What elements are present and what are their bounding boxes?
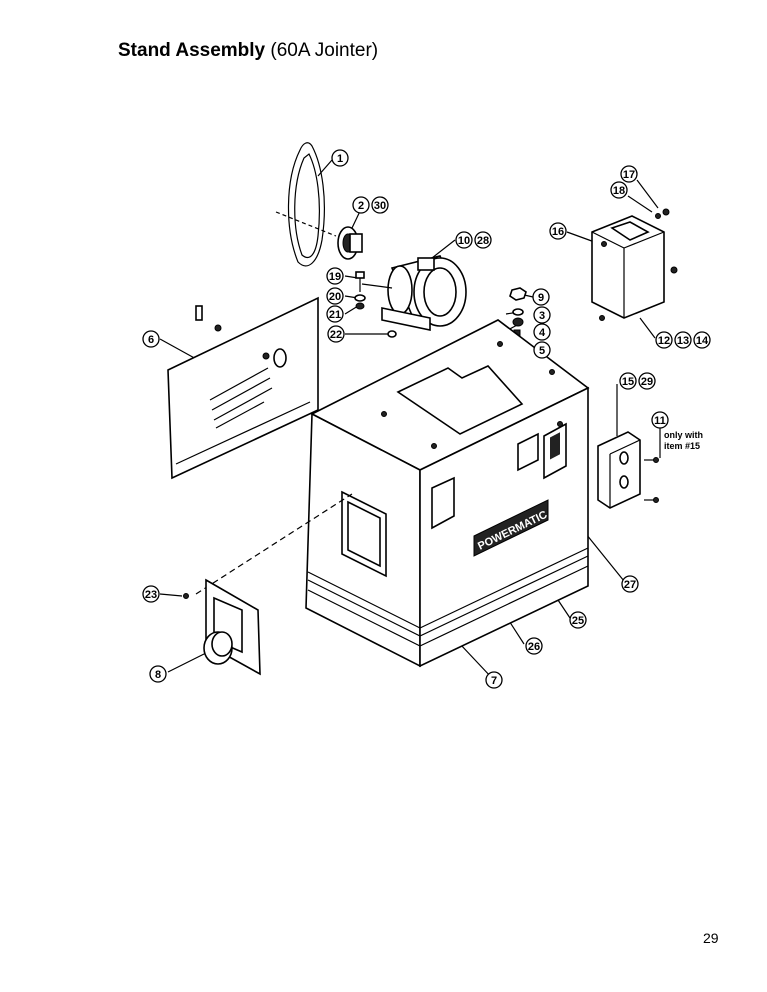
callout-29: 29 [638, 372, 656, 390]
cabinet: POWERMATIC [195, 319, 590, 668]
callout-1: 1 [331, 149, 349, 167]
motor-pulley [337, 226, 363, 260]
motor-fasteners [354, 271, 397, 338]
callout-20: 20 [326, 287, 344, 305]
svg-text:22: 22 [330, 329, 342, 341]
svg-text:23: 23 [145, 589, 157, 601]
svg-text:4: 4 [539, 327, 546, 339]
callout-28: 28 [474, 231, 492, 249]
title-bold: Stand Assembly [118, 40, 266, 61]
callout-8: 8 [149, 665, 167, 683]
note-only-with-item-15: only with item #15 [664, 430, 703, 451]
svg-text:item #15: item #15 [664, 441, 700, 451]
title-subtitle: (60A Jointer) [270, 40, 379, 61]
callout-10: 10 [455, 231, 473, 249]
svg-text:17: 17 [623, 169, 635, 181]
callout-18: 18 [610, 181, 628, 199]
svg-text:27: 27 [624, 579, 636, 591]
callout-6: 6 [142, 330, 160, 348]
svg-text:26: 26 [528, 641, 540, 653]
motor [361, 255, 467, 331]
page-title: Stand Assembly (60A Jointer) [118, 40, 378, 62]
svg-text:13: 13 [677, 335, 689, 347]
callout-13: 13 [674, 331, 692, 349]
svg-text:only with: only with [664, 430, 703, 440]
callout-23: 23 [142, 585, 160, 603]
svg-text:3: 3 [539, 310, 545, 322]
svg-text:7: 7 [491, 675, 497, 687]
svg-text:10: 10 [458, 235, 470, 247]
svg-text:14: 14 [696, 335, 709, 347]
svg-text:21: 21 [329, 309, 341, 321]
svg-text:25: 25 [572, 615, 584, 627]
magnetic-starter [591, 208, 678, 321]
svg-text:5: 5 [539, 345, 545, 357]
svg-text:2: 2 [358, 200, 364, 212]
callout-15: 15 [619, 372, 637, 390]
svg-text:30: 30 [374, 200, 386, 212]
dust-chute [183, 578, 261, 676]
svg-text:1: 1 [337, 153, 343, 165]
callout-12: 12 [655, 331, 673, 349]
callout-21: 21 [326, 305, 344, 323]
svg-text:8: 8 [155, 669, 161, 681]
svg-text:12: 12 [658, 335, 670, 347]
callout-7: 7 [485, 671, 503, 689]
svg-text:15: 15 [622, 376, 634, 388]
callout-3: 3 [533, 306, 551, 324]
callout-25: 25 [569, 611, 587, 629]
side-panel [167, 296, 319, 480]
svg-text:19: 19 [329, 271, 341, 283]
svg-text:6: 6 [148, 334, 154, 346]
svg-text:28: 28 [477, 235, 489, 247]
callout-11: 11 [651, 411, 669, 429]
callout-27: 27 [621, 575, 639, 593]
callout-4: 4 [533, 323, 551, 341]
callout-14: 14 [693, 331, 711, 349]
svg-text:9: 9 [538, 292, 544, 304]
svg-text:11: 11 [654, 415, 666, 427]
svg-text:20: 20 [329, 291, 341, 303]
v-belt [275, 142, 337, 267]
callout-19: 19 [326, 267, 344, 285]
switch-box [597, 431, 659, 509]
callout-5: 5 [533, 341, 551, 359]
page-number: 29 [703, 930, 719, 946]
callout-30: 30 [371, 196, 389, 214]
svg-text:16: 16 [552, 226, 564, 238]
callout-16: 16 [549, 222, 567, 240]
callout-22: 22 [327, 325, 345, 343]
svg-text:29: 29 [641, 376, 653, 388]
callout-9: 9 [532, 288, 550, 306]
callout-2: 2 [352, 196, 370, 214]
svg-text:18: 18 [613, 185, 625, 197]
callout-26: 26 [525, 637, 543, 655]
callouts: 1 2 30 10 28 19 20 21 22 9 3 4 5 6 16 17… [142, 149, 711, 689]
callout-17: 17 [620, 165, 638, 183]
